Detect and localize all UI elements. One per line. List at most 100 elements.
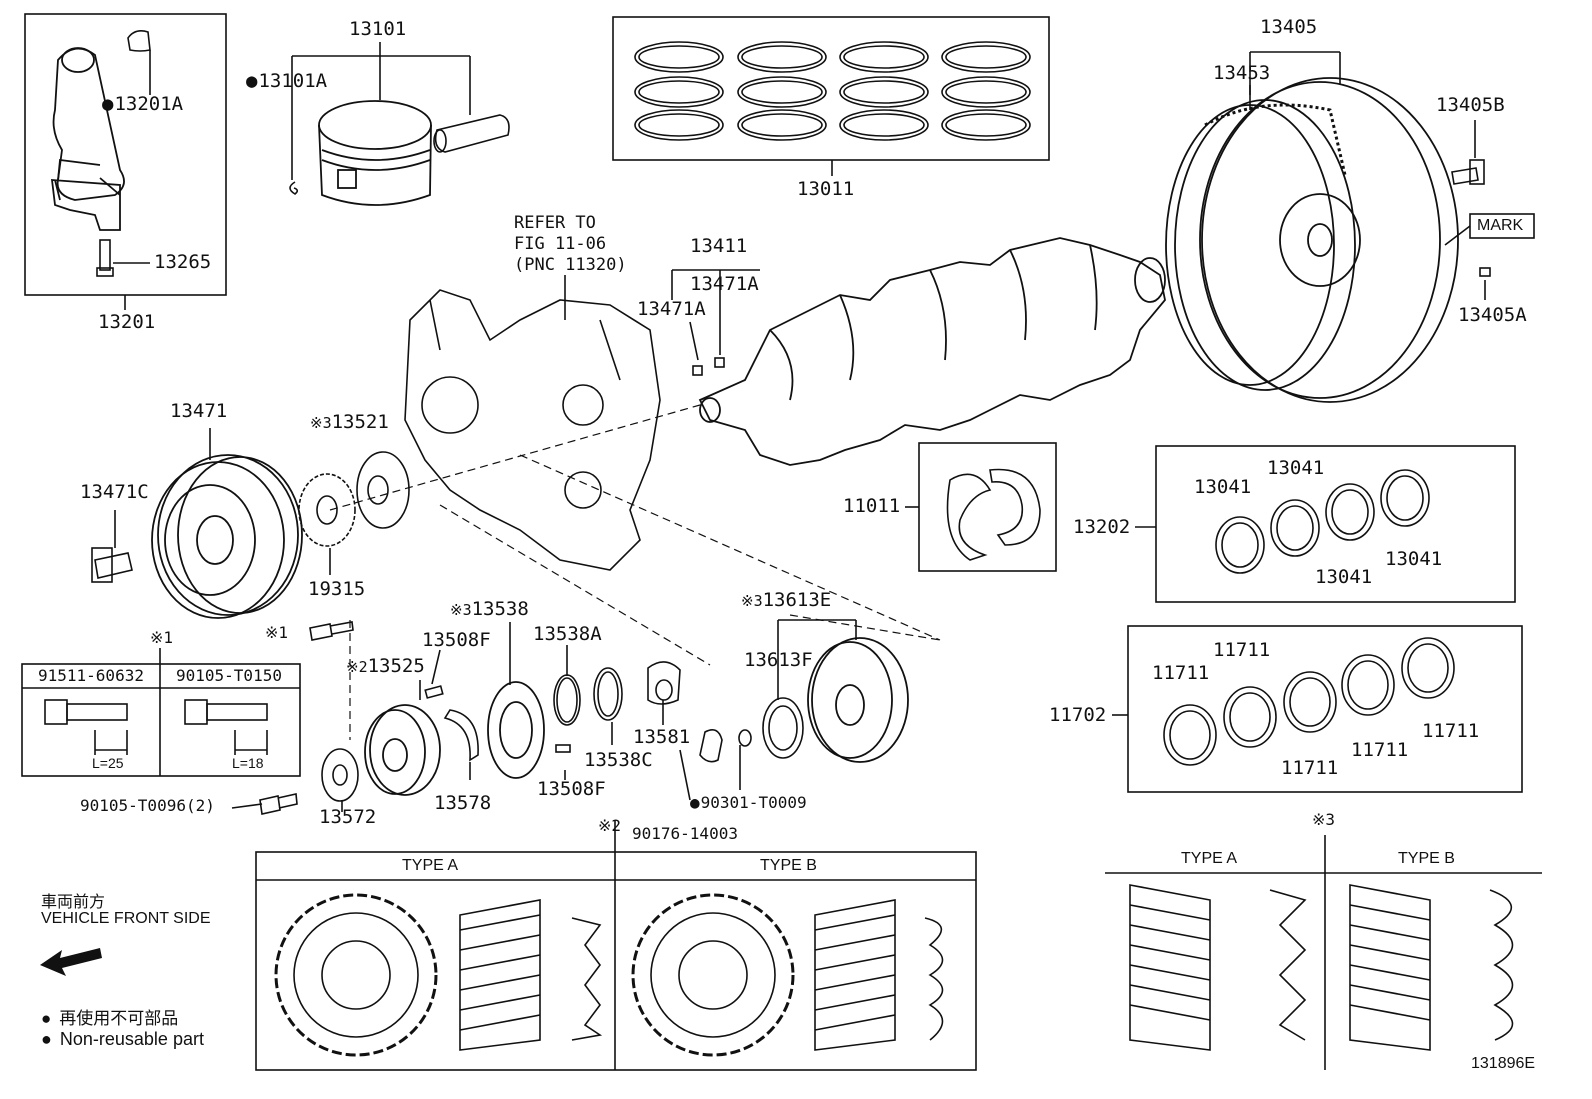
part-13578[interactable]: 13578 [434,792,492,814]
gear-type-a-label: TYPE A [1181,850,1238,867]
note-3-marker: ※3 [450,601,472,619]
sprocket-type-a-label: TYPE A [402,857,459,874]
gear-13538-icon [487,681,545,779]
part-90176-14003[interactable]: 90176-14003 [632,824,738,843]
piston-icon [318,100,432,206]
part-13471C[interactable]: 13471C [80,481,149,503]
part-11711-e[interactable]: 11711 [1422,720,1480,742]
crank-pulley-icon [151,454,303,619]
note-2-marker: ※2 [346,658,368,676]
crank-sprocket-icon [356,451,410,529]
part-13508F-upper[interactable]: 13508F [422,629,491,651]
diagram-id: 131896E [1471,1055,1536,1072]
refer-to-note: REFER TO FIG 11-06 (PNC 11320) [514,213,627,276]
part-11711-a[interactable]: 11711 [1152,662,1210,684]
crank-timing-gear-icon [364,704,441,796]
gear-tooth-type-a-icon [1129,884,1307,1051]
ring-13538C-icon [593,667,623,721]
key-13508F-b-icon [555,744,571,753]
part-11711-d[interactable]: 11711 [1351,739,1409,761]
part-13041-c[interactable]: 13041 [1315,566,1373,588]
part-11011[interactable]: 11011 [843,495,901,517]
piston-rings-icon [634,41,1031,141]
note-3-table: ※3 [1312,810,1336,829]
part-13265[interactable]: 13265 [154,251,212,273]
part-13202[interactable]: 13202 [1073,516,1131,538]
crankshaft-icon [698,237,1166,466]
part-13538[interactable]: ※313538 [450,600,529,619]
part-13538C[interactable]: 13538C [584,749,653,771]
part-13201A[interactable]: 13201A [102,95,183,114]
bolt-90105-T0096-icon [259,793,298,815]
part-13453[interactable]: 13453 [1213,62,1271,84]
refer-line-1: REFER TO [514,213,596,233]
bolt-short-icon [184,699,268,755]
plate-13572-icon [321,748,359,802]
part-13471A-lower[interactable]: 13471A [637,298,706,320]
timing-cover-icon [404,289,661,571]
non-reusable-jp: ●再使用不可部品 [41,1009,179,1028]
bolt-table-col1[interactable]: 91511-60632 [38,666,144,685]
tensioner-13581-icon [647,661,681,705]
gasket-90301-icon [738,729,752,747]
piston-ring-box [612,16,1050,161]
part-13538A[interactable]: 13538A [533,623,602,645]
part-90105-T0096[interactable]: 90105-T0096(2) [80,796,215,815]
knock-pin-icon [1479,267,1491,277]
part-13471A-upper[interactable]: 13471A [690,273,759,295]
part-13041-a[interactable]: 13041 [1194,476,1252,498]
part-13581[interactable]: 13581 [633,726,691,748]
front-side-en: VEHICLE FRONT SIDE [41,910,211,927]
thrust-washer-icon [946,468,1041,561]
part-13405B[interactable]: 13405B [1436,94,1505,116]
part-11711-c[interactable]: 11711 [1281,757,1339,779]
bolt-table-col2[interactable]: 90105-T0150 [176,666,282,685]
part-90301-T0009[interactable]: 90301-T0009 [690,795,807,811]
conrod-bearing-icon [127,30,151,52]
part-19315[interactable]: 19315 [308,578,366,600]
front-side-jp: 車両前方 [41,894,106,911]
part-13101A[interactable]: 13101A [246,72,327,91]
note-1-table: ※1 [150,628,174,647]
part-13101[interactable]: 13101 [349,18,407,40]
part-13508F-lower[interactable]: 13508F [537,778,606,800]
part-13041-d[interactable]: 13041 [1385,548,1443,570]
note-3-marker: ※3 [741,592,763,610]
note-3-marker: ※3 [310,414,332,432]
flywheel-bolt-icon [1451,159,1485,185]
part-13411[interactable]: 13411 [690,235,748,257]
part-13521[interactable]: ※313521 [310,413,389,432]
oil-seal-13613F-icon [762,697,804,759]
sprocket-type-b-icon [631,893,944,1057]
part-11702[interactable]: 11702 [1049,704,1107,726]
non-reusable-en-text: Non-reusable part [59,1029,204,1049]
snap-ring-13578-icon [443,709,479,762]
part-11711-b[interactable]: 11711 [1213,639,1271,661]
part-13011[interactable]: 13011 [797,178,855,200]
part-13405A[interactable]: 13405A [1458,304,1527,326]
bolt-table [21,663,301,777]
snap-ring-icon [289,181,299,195]
part-13405[interactable]: 13405 [1260,16,1318,38]
crank-bearing-box [1127,625,1523,793]
note-1-bolt: ※1 [265,623,289,642]
vehicle-front-arrow-icon [40,948,102,976]
note-2-table: ※2 [598,816,622,835]
flywheel-icon [1165,77,1459,403]
part-13521-label: 13521 [331,411,389,433]
thrust-washer-box [918,442,1057,572]
refer-line-2[interactable]: FIG 11-06 [514,234,607,254]
part-13572[interactable]: 13572 [319,806,377,828]
part-13525-label: 13525 [367,655,425,677]
bolt-length-18: L=18 [232,755,264,771]
part-13041-b[interactable]: 13041 [1267,457,1325,479]
part-13613E[interactable]: ※313613E [741,591,831,610]
key-13508F-icon [424,685,444,699]
pulley-bolt-icon [91,547,133,583]
part-13471[interactable]: 13471 [170,400,228,422]
part-13525[interactable]: ※213525 [346,657,425,676]
part-13201[interactable]: 13201 [98,311,156,333]
part-13613F[interactable]: 13613F [744,649,813,671]
crank-bearing-icon [1163,637,1455,766]
non-reusable-jp-text: 再使用不可部品 [59,1009,179,1028]
